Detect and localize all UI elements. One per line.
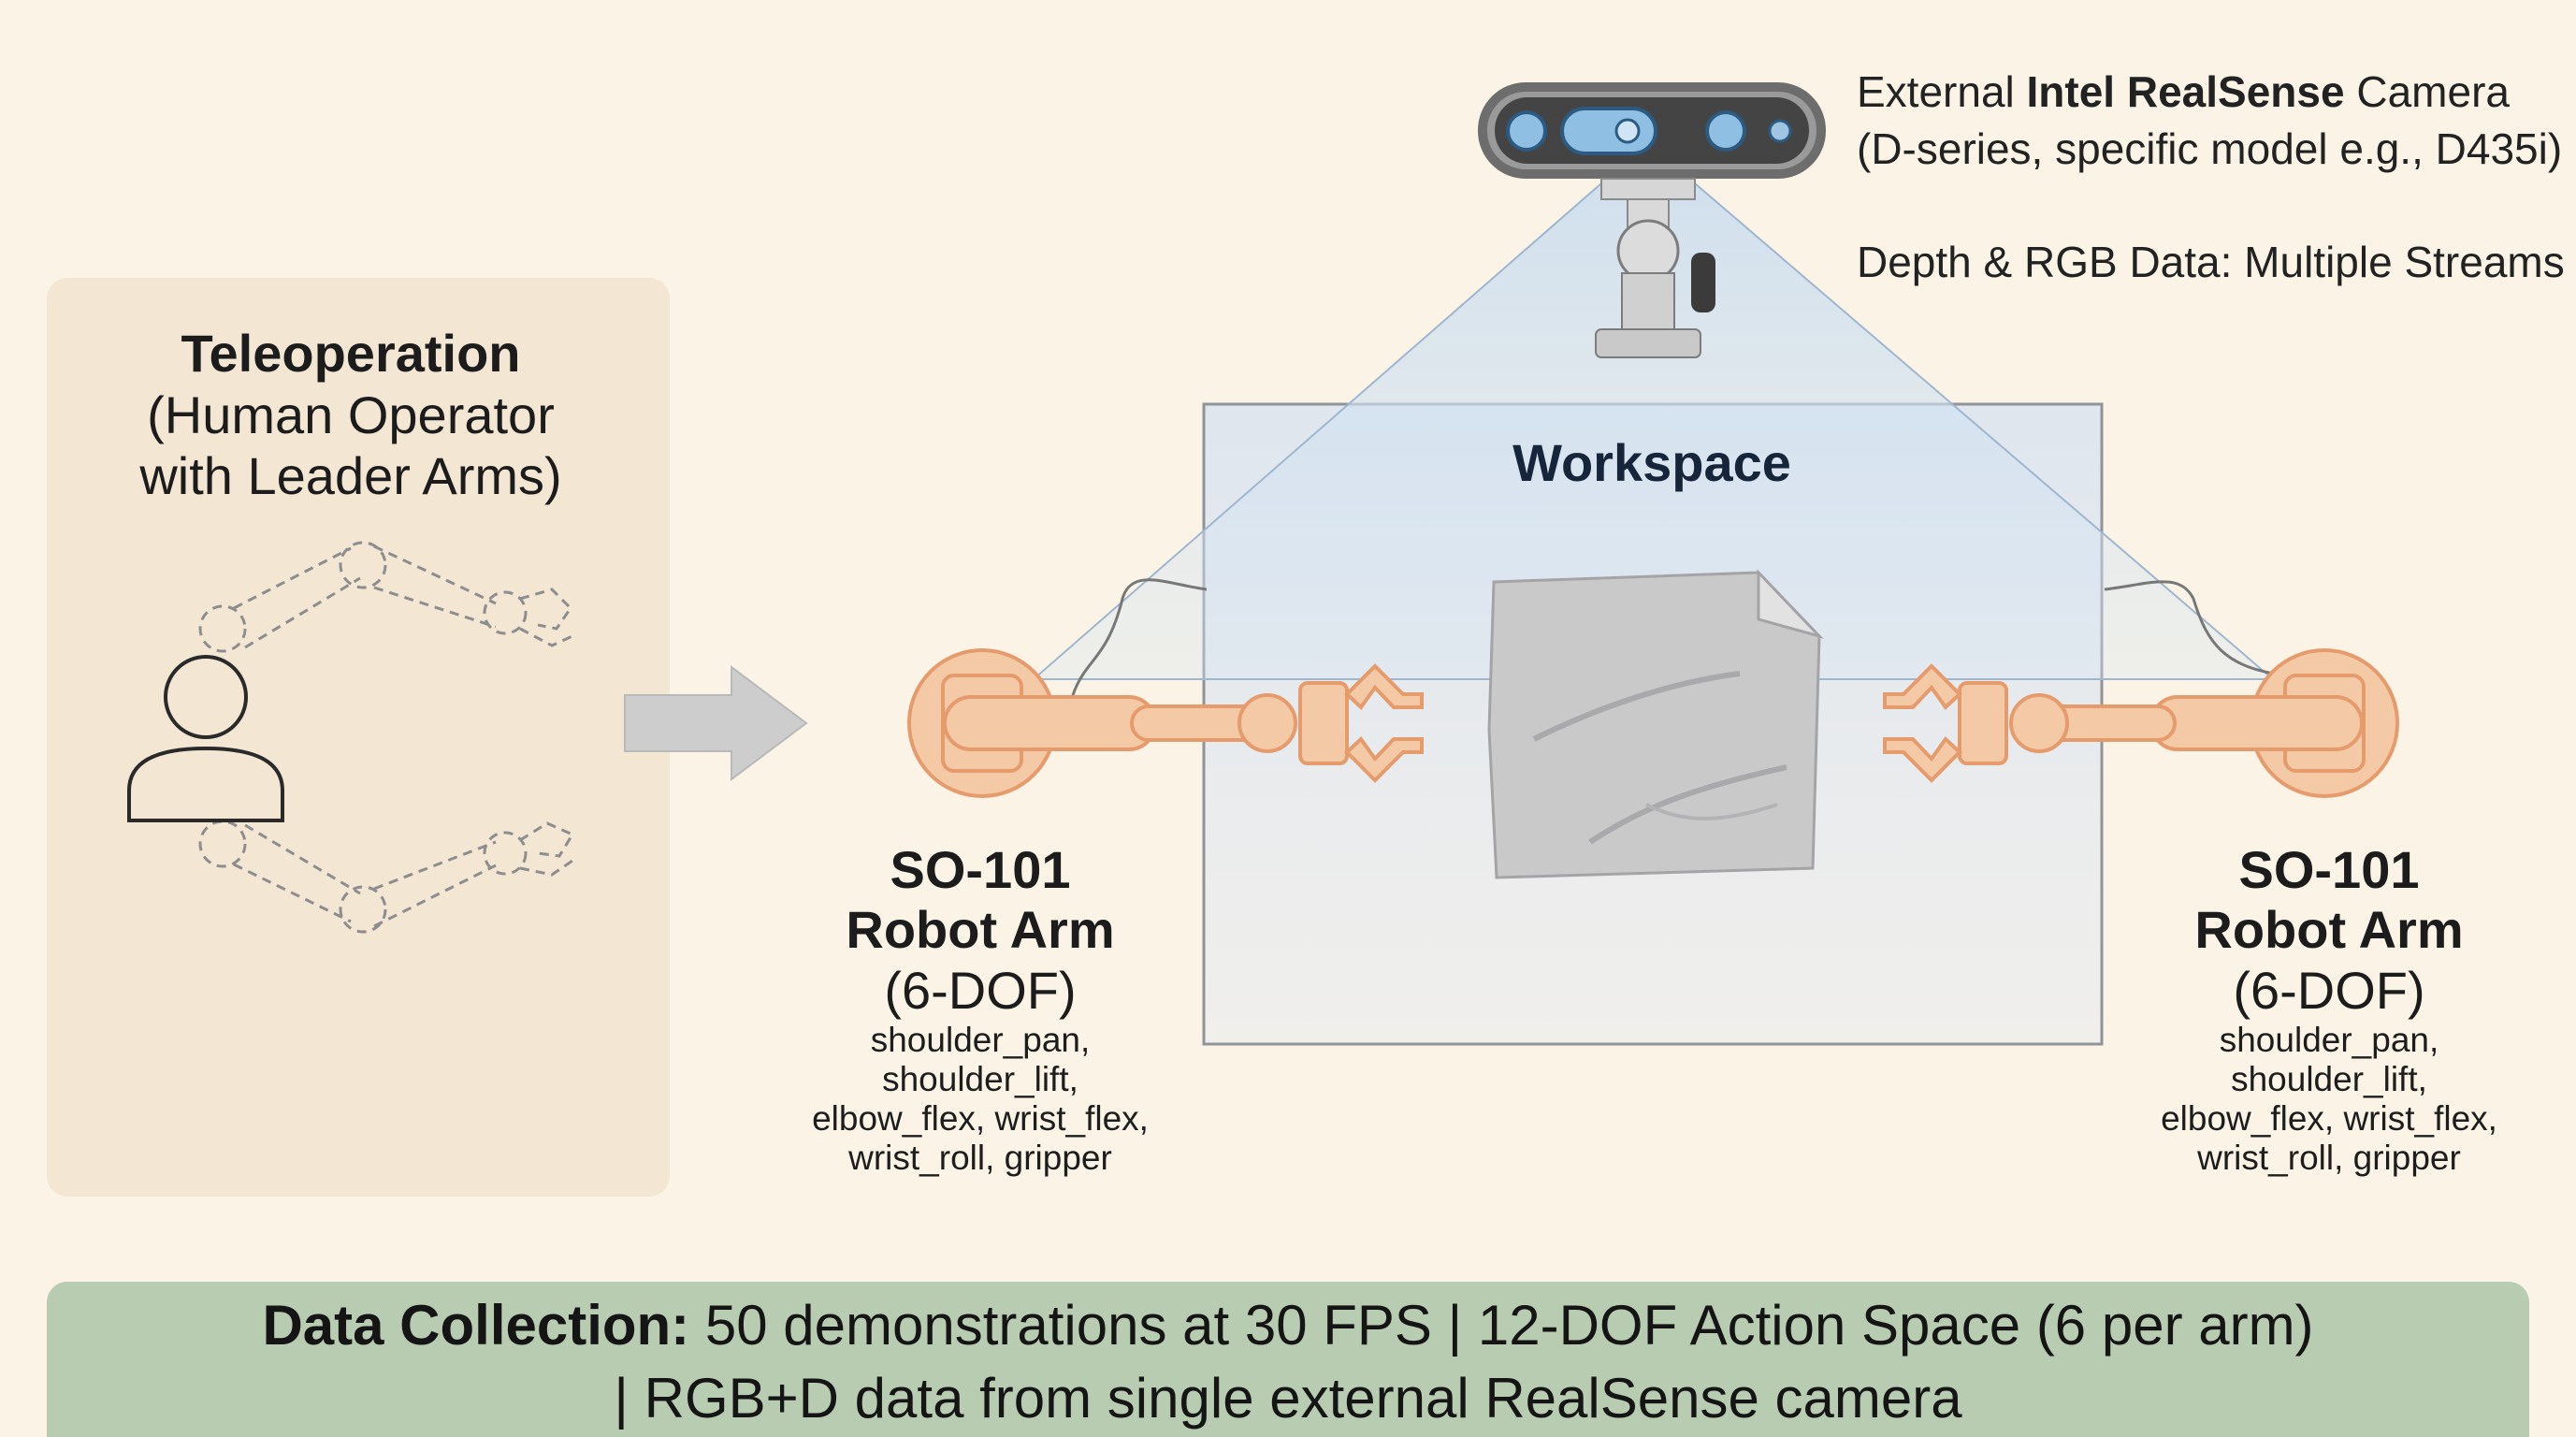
person-icon [127,655,284,822]
arm-joint: wrist_roll, gripper [2197,1138,2461,1177]
camera-title-bold: Intel RealSense [2026,67,2345,116]
camera-label: External Intel RealSense Camera (D-serie… [1857,64,2565,292]
camera-model: (D-series, specific model e.g., D435i) [1857,124,2563,174]
teleoperation-title: Teleoperation [181,324,521,383]
arm-name: SO-101 [2238,840,2420,899]
cable-left [1064,578,1208,726]
arm-joint: shoulder_lift, [882,1059,1078,1098]
arm-joint: wrist_roll, gripper [848,1138,1112,1177]
leader-arm-icon [198,820,575,934]
robot-arm-icon [907,648,1424,798]
arrow-right-icon [624,665,808,781]
camera-title-pre: External [1857,67,2027,116]
teleoperation-line2: (Human Operator [147,385,555,444]
leader-arm-icon [198,541,573,653]
teleoperation-label: Teleoperation (Human Operator with Leade… [47,323,655,507]
arm-joint: elbow_flex, wrist_flex, [812,1098,1149,1138]
banner-bold: Data Collection: [262,1294,690,1357]
banner-line2: | RGB+D data from single external RealSe… [614,1367,1962,1430]
arm-joint: shoulder_lift, [2231,1059,2427,1098]
camera-title-post: Camera [2344,67,2510,116]
teleoperation-panel [47,278,670,1197]
camera-streams: Depth & RGB Data: Multiple Streams [1857,238,2565,287]
data-collection-banner: Data Collection: 50 demonstrations at 30… [47,1282,2529,1437]
arm-type: Robot Arm [846,900,1115,960]
banner-line1-text: 50 demonstrations at 30 FPS | 12-DOF Act… [689,1294,2314,1357]
robot-arm-icon [1883,648,2399,798]
arm-joint: shoulder_pan, [2219,1021,2439,1060]
arm-dof: (6-DOF) [884,960,1077,1020]
arm-joint: elbow_flex, wrist_flex, [2161,1098,2497,1138]
teleoperation-line3: with Leader Arms) [139,446,562,506]
arm-joint: shoulder_pan, [870,1021,1091,1060]
realsense-camera-icon [1478,82,1826,358]
banner-line1: Data Collection: 50 demonstrations at 30… [47,1289,2529,1362]
cloth-icon [1487,569,1824,879]
left-arm-label: SO-101 Robot Arm (6-DOF) shoulder_pan, s… [737,840,1223,1177]
workspace-title: Workspace [1512,433,1791,492]
right-arm-label: SO-101 Robot Arm (6-DOF) shoulder_pan, s… [2086,840,2572,1177]
arm-name: SO-101 [890,840,1071,899]
arm-type: Robot Arm [2194,900,2464,960]
camera-title: External Intel RealSense Camera [1857,64,2565,121]
arm-dof: (6-DOF) [2233,960,2425,1020]
cable-right [2104,580,2274,675]
